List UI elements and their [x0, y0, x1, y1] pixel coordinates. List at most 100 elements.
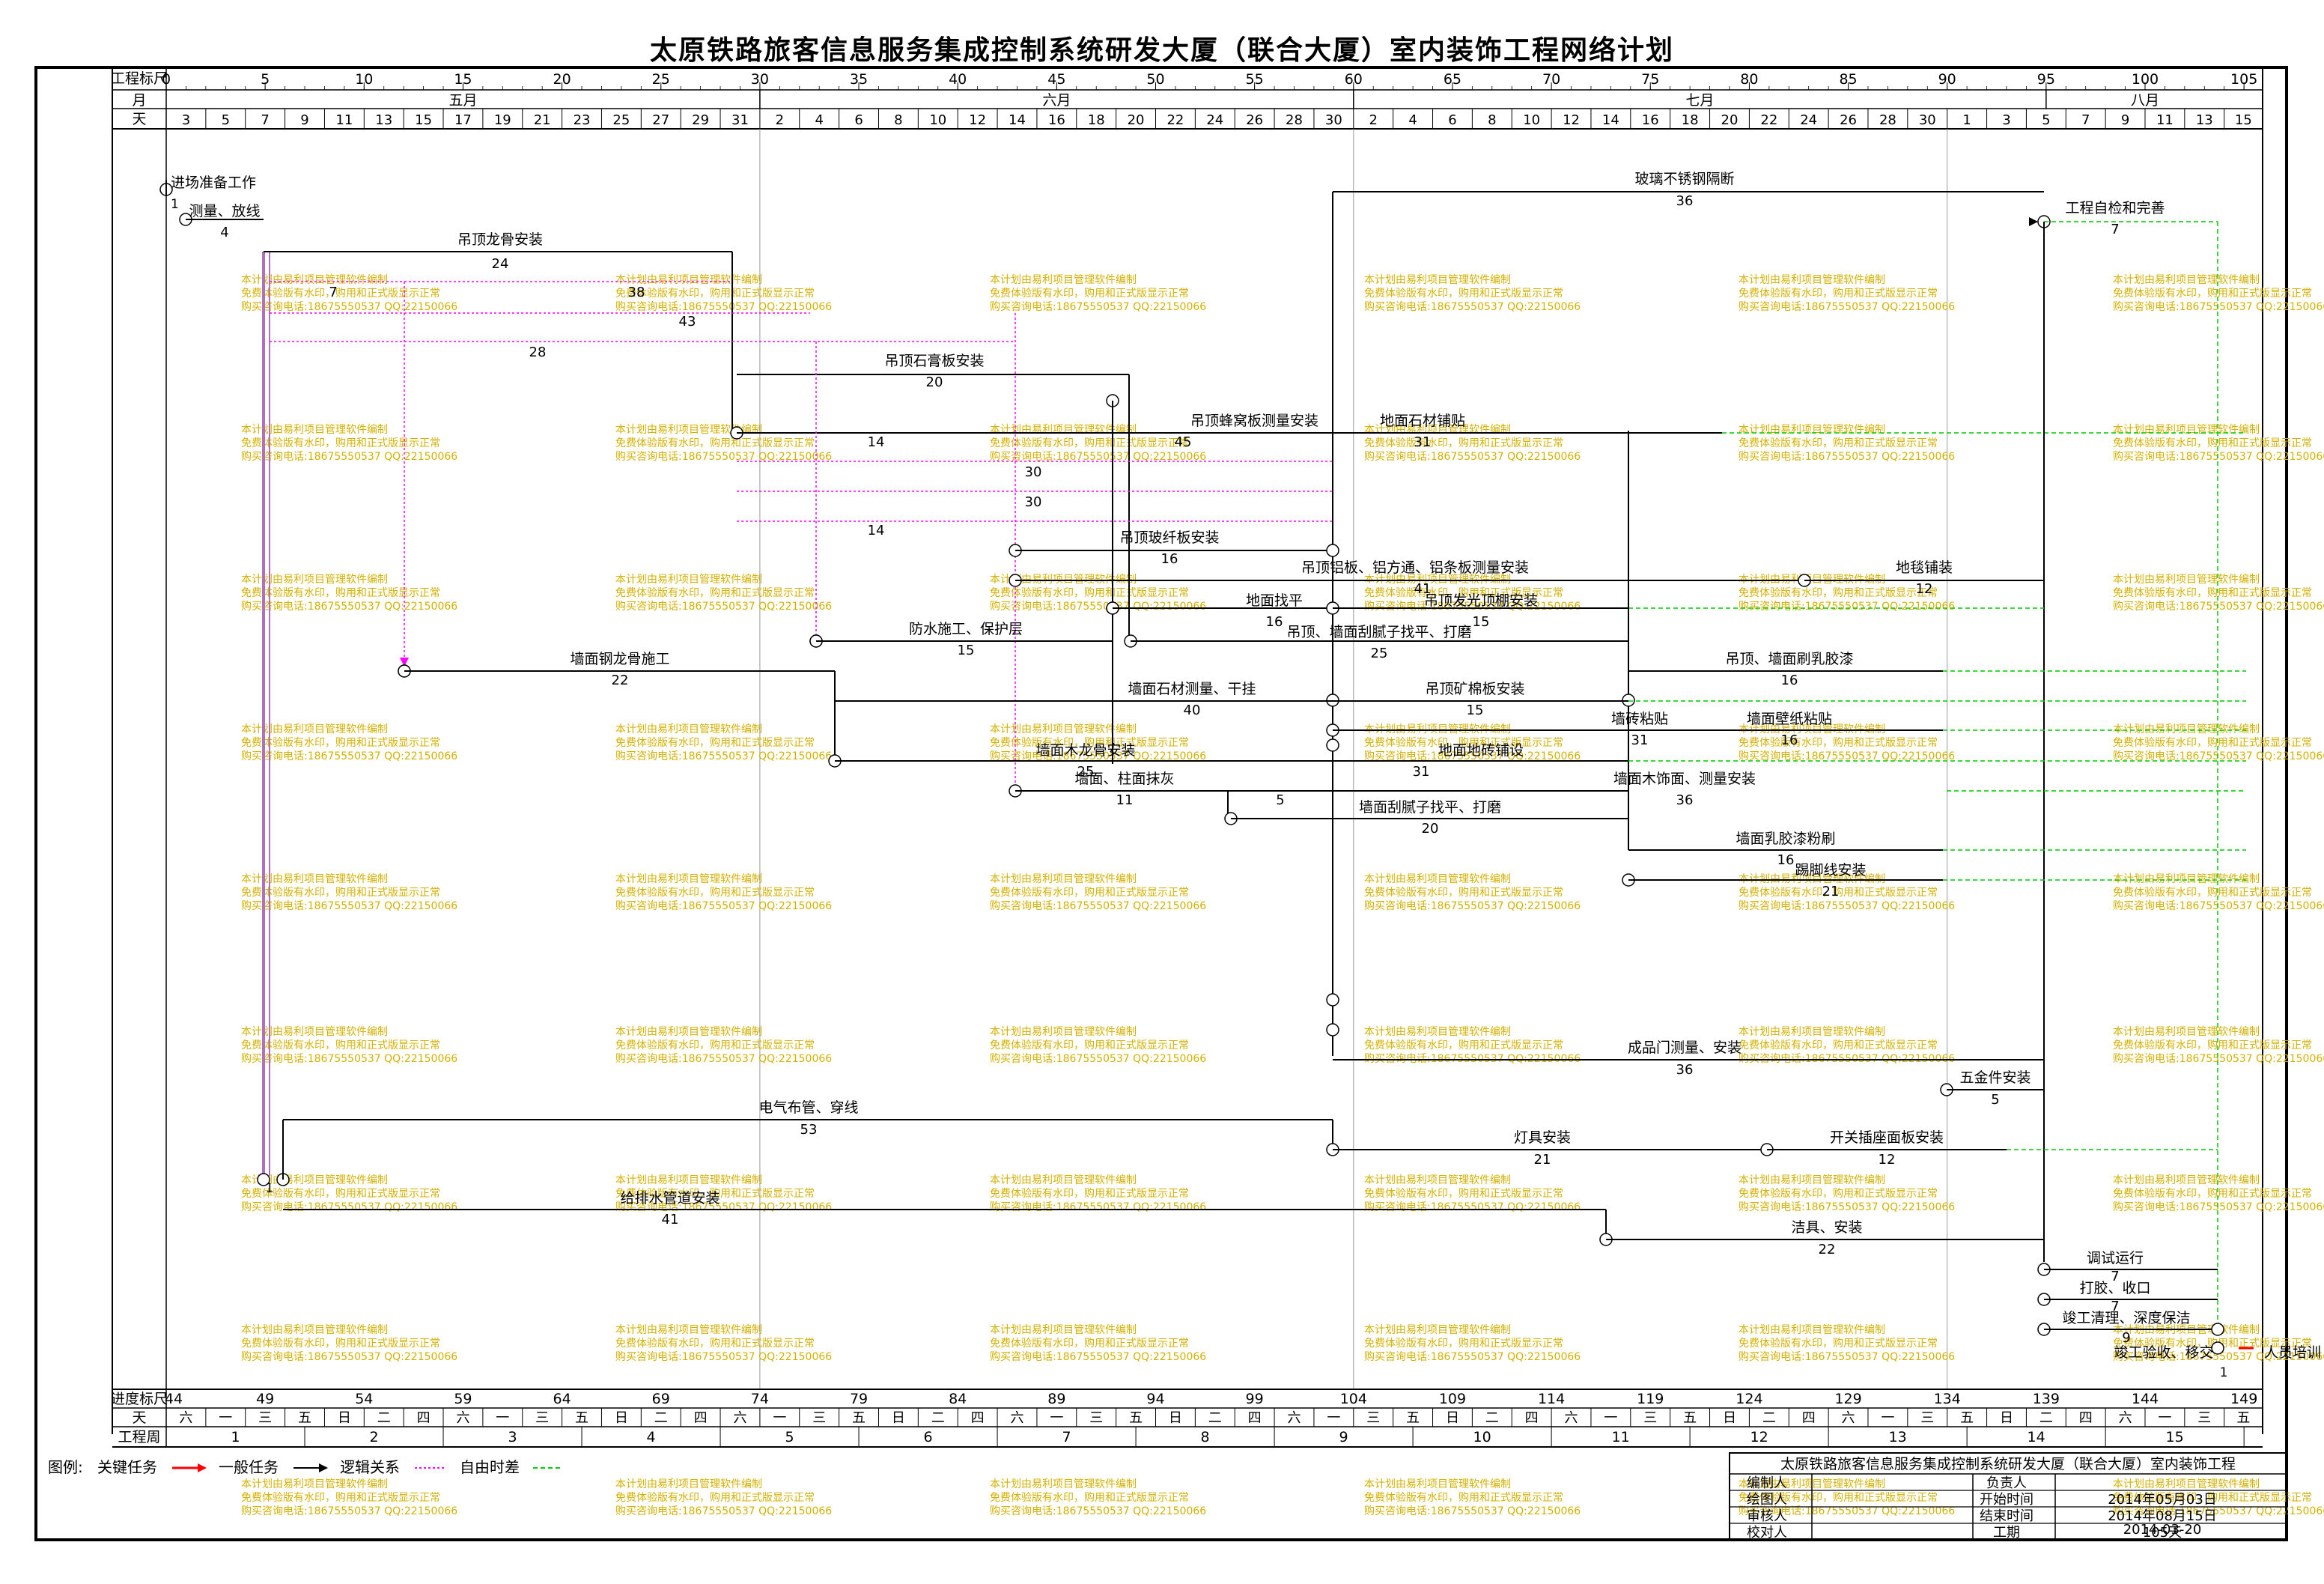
weekday-label: 一 — [1327, 1410, 1340, 1426]
progress-tick: 139 — [2033, 1391, 2060, 1407]
watermark: 免费体验版有水印，购用和正式版显示正常 — [1364, 288, 1563, 300]
task-duration: 11 — [1116, 792, 1134, 808]
week-label: 14 — [2028, 1429, 2045, 1445]
task-name: 地面石材铺贴 — [1380, 413, 1465, 429]
legend-critical-label: 关键任务 — [97, 1458, 157, 1476]
watermark: 本计划由易利项目管理软件编制 — [2113, 274, 2260, 286]
watermark: 免费体验版有水印，购用和正式版显示正常 — [1739, 437, 1938, 449]
watermark: 本计划由易利项目管理软件编制 — [2113, 1174, 2260, 1186]
day-label: 9 — [2121, 112, 2129, 128]
watermark: 购买咨询电话:18675550537 QQ:22150066 — [1364, 451, 1581, 463]
task-duration: 1 — [266, 1181, 274, 1196]
watermark: 免费体验版有水印，购用和正式版显示正常 — [1739, 1492, 1938, 1504]
scale-tick: 85 — [1839, 71, 1857, 88]
task-name: 墙面壁纸粘贴 — [1747, 711, 1832, 727]
task-name: 吊顶矿棉板安装 — [1425, 681, 1524, 697]
weekday-label: 日 — [1446, 1410, 1459, 1426]
watermark: 免费体验版有水印，购用和正式版显示正常 — [241, 887, 440, 899]
day-label: 3 — [182, 112, 190, 128]
watermark: 购买咨询电话:18675550537 QQ:22150066 — [1364, 900, 1581, 912]
scale-tick: 5 — [261, 71, 270, 88]
watermark: 本计划由易利项目管理软件编制 — [615, 1324, 762, 1336]
watermark: 购买咨询电话:18675550537 QQ:22150066 — [990, 1351, 1206, 1363]
watermark: 免费体验版有水印，购用和正式版显示正常 — [241, 737, 440, 749]
progress-tick: 94 — [1146, 1391, 1164, 1407]
day-label: 2 — [1369, 112, 1378, 128]
watermark: 免费体验版有水印，购用和正式版显示正常 — [990, 737, 1189, 749]
weekday-label: 三 — [1366, 1410, 1380, 1426]
watermark: 购买咨询电话:18675550537 QQ:22150066 — [615, 301, 832, 313]
day-label: 15 — [2235, 112, 2252, 128]
scale-tick: 15 — [454, 71, 472, 88]
weekday-label: 二 — [654, 1410, 668, 1426]
weekday-label: 六 — [456, 1410, 469, 1426]
weekday-label: 二 — [1485, 1410, 1499, 1426]
task-name: 玻璃不锈钢隔断 — [1634, 171, 1734, 187]
day-label: 7 — [261, 112, 269, 128]
day-label: 30 — [1919, 112, 1936, 128]
watermark: 本计划由易利项目管理软件编制 — [615, 1026, 762, 1038]
header-scale-label: 工程标尺 — [111, 70, 168, 87]
day-label: 6 — [854, 112, 863, 128]
watermark: 免费体验版有水印，购用和正式版显示正常 — [615, 1040, 815, 1052]
task-duration: 20 — [926, 374, 943, 390]
info-row-label: 绘图人 — [1747, 1492, 1787, 1508]
watermark: 免费体验版有水印，购用和正式版显示正常 — [2113, 737, 2312, 749]
weekday-label: 一 — [1604, 1410, 1617, 1426]
scale-tick: 80 — [1740, 71, 1758, 88]
watermark: 购买咨询电话:18675550537 QQ:22150066 — [990, 750, 1206, 762]
legend-label: 图例: — [48, 1458, 83, 1476]
weekday-label: 一 — [773, 1410, 786, 1426]
day-label: 27 — [652, 112, 669, 128]
day-label: 26 — [1246, 112, 1263, 128]
weekday-label: 四 — [417, 1410, 431, 1426]
footer-week-label: 工程周 — [118, 1429, 160, 1445]
info-row-key: 结束时间 — [1980, 1508, 2034, 1524]
day-label: 4 — [815, 112, 823, 128]
page-title: 太原铁路旅客信息服务集成控制系统研发大厦（联合大厦）室内装饰工程网络计划 — [649, 34, 1674, 66]
task-name: 调试运行 — [2087, 1250, 2144, 1266]
watermark: 购买咨询电话:18675550537 QQ:22150066 — [615, 750, 832, 762]
float-number: 5 — [1276, 792, 1284, 808]
watermark: 购买咨询电话:18675550537 QQ:22150066 — [615, 1053, 832, 1065]
week-label: 15 — [2166, 1429, 2184, 1445]
watermark: 本计划由易利项目管理软件编制 — [615, 274, 762, 286]
watermark: 本计划由易利项目管理软件编制 — [990, 424, 1137, 436]
weekday-label: 四 — [1248, 1410, 1262, 1426]
progress-tick: 124 — [1736, 1391, 1762, 1407]
float-number: 30 — [1025, 464, 1042, 480]
watermark: 购买咨询电话:18675550537 QQ:22150066 — [1739, 900, 1955, 912]
watermark: 免费体验版有水印，购用和正式版显示正常 — [2113, 1040, 2312, 1052]
scale-tick: 60 — [1345, 71, 1363, 88]
task-name: 进场准备工作 — [171, 175, 256, 191]
watermark: 本计划由易利项目管理软件编制 — [990, 1324, 1137, 1336]
day-label: 22 — [1166, 112, 1184, 128]
watermark: 购买咨询电话:18675550537 QQ:22150066 — [990, 900, 1206, 912]
task-name: 洁具、安装 — [1791, 1219, 1862, 1236]
day-label: 22 — [1760, 112, 1777, 128]
watermark: 本计划由易利项目管理软件编制 — [615, 723, 762, 735]
day-label: 5 — [222, 112, 230, 128]
watermark: 免费体验版有水印，购用和正式版显示正常 — [241, 288, 440, 300]
watermark: 本计划由易利项目管理软件编制 — [2113, 723, 2260, 735]
watermark: 免费体验版有水印，购用和正式版显示正常 — [1739, 887, 1938, 899]
watermark: 本计划由易利项目管理软件编制 — [1739, 1324, 1885, 1336]
task-duration: 4 — [220, 225, 228, 240]
day-label: 26 — [1840, 112, 1857, 128]
watermark: 本计划由易利项目管理软件编制 — [1739, 1174, 1885, 1186]
day-label: 23 — [574, 112, 591, 128]
weekday-label: 日 — [2000, 1410, 2013, 1426]
task-duration: 22 — [1819, 1242, 1836, 1257]
watermark: 本计划由易利项目管理软件编制 — [241, 574, 388, 586]
weekday-label: 二 — [2039, 1410, 2053, 1426]
watermark: 免费体验版有水印，购用和正式版显示正常 — [990, 437, 1189, 449]
week-label: 7 — [1062, 1429, 1071, 1445]
watermark: 免费体验版有水印，购用和正式版显示正常 — [241, 437, 440, 449]
task-name: 墙面木龙骨安装 — [1035, 742, 1135, 759]
float-arrow — [400, 658, 409, 667]
task-name: 踢脚线安装 — [1795, 862, 1866, 879]
watermark: 免费体验版有水印，购用和正式版显示正常 — [241, 1040, 440, 1052]
footer-progress-label: 进度标尺 — [111, 1391, 168, 1407]
month-label: 六月 — [1042, 92, 1071, 109]
weekday-label: 六 — [1010, 1410, 1023, 1426]
